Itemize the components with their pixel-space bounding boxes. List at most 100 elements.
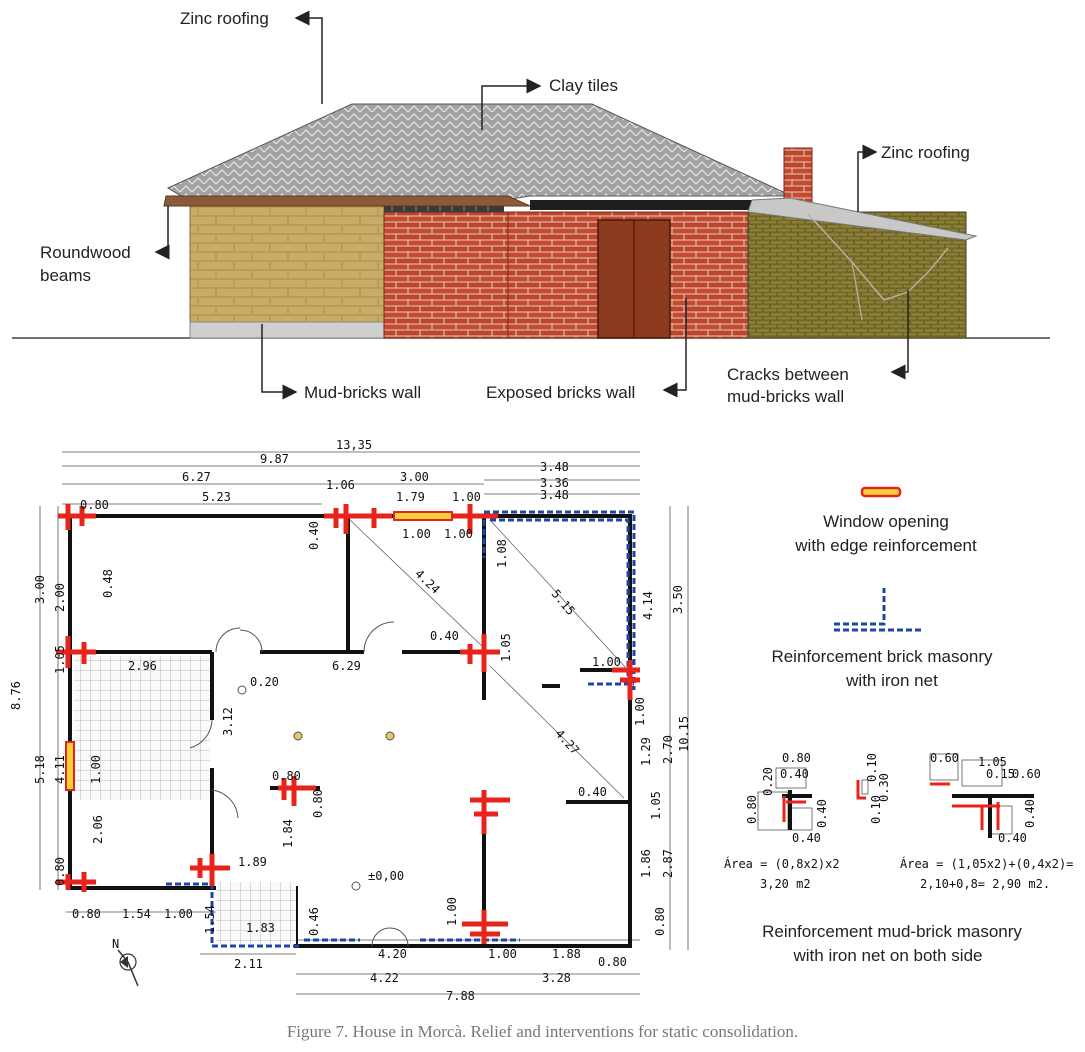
legend-window-swatch xyxy=(860,486,902,498)
mud-brick-reinforcement xyxy=(56,504,640,944)
dim: 1.05 xyxy=(978,755,1007,769)
dim: 2.70 xyxy=(661,735,675,764)
legend-brick-label-1: Reinforcement brick masonry xyxy=(771,647,993,666)
dim: 1.00 xyxy=(445,897,459,926)
dim: 0.40 xyxy=(815,799,829,828)
dim: 5.15 xyxy=(549,587,578,618)
dim: 1.29 xyxy=(639,737,653,766)
dim: 0.60 xyxy=(1012,767,1041,781)
dim: 0.20 xyxy=(250,675,279,689)
dim: 4.11 xyxy=(53,755,67,784)
dim: 7.88 xyxy=(446,989,475,1003)
dim: 1.00 xyxy=(89,755,103,784)
floor-plan xyxy=(39,451,689,995)
dim: 1.83 xyxy=(246,921,275,935)
exposed-brick-wall-a xyxy=(383,211,509,339)
dim: 4.22 xyxy=(370,971,399,985)
dim: 1.00 xyxy=(164,907,193,921)
dim: 0.80 xyxy=(272,769,301,783)
figure-caption: Figure 7. House in Morcà. Relief and int… xyxy=(286,1022,799,1041)
tiled-room xyxy=(74,656,210,800)
brick-masonry-reinforcement xyxy=(166,510,636,948)
dim: 3.00 xyxy=(33,575,47,604)
dim: 0.30 xyxy=(877,773,891,802)
dim: 0.80 xyxy=(598,955,627,969)
dim: 0.48 xyxy=(101,569,115,598)
roundwood-beams xyxy=(163,195,531,207)
label-zinc-roofing-right: Zinc roofing xyxy=(881,143,970,162)
dim: 1.00 xyxy=(592,655,621,669)
dim: 0.60 xyxy=(930,751,959,765)
dim: 10.15 xyxy=(677,716,691,752)
dim: 3.00 xyxy=(400,470,429,484)
ceiling-lights xyxy=(237,685,395,891)
dim: 1.89 xyxy=(238,855,267,869)
dim: 1.05 xyxy=(53,645,67,674)
wall-plinth xyxy=(189,321,385,339)
label-cracks-line1: Cracks between xyxy=(727,365,849,384)
dim: 1.00 xyxy=(444,527,473,541)
dim: 1.00 xyxy=(633,697,647,726)
dim: 0.40 xyxy=(1023,799,1037,828)
label-zinc-roofing-left: Zinc roofing xyxy=(180,9,269,28)
label-exposed-bricks-wall: Exposed bricks wall xyxy=(486,383,635,402)
dim: 2.00 xyxy=(53,583,67,612)
label-roundwood-beams-line2: beams xyxy=(40,266,91,285)
dim: 1.08 xyxy=(495,539,509,568)
dim: 0.80 xyxy=(653,907,667,936)
dim: 0.80 xyxy=(745,795,759,824)
zinc-roof-annex xyxy=(747,197,978,241)
dim-total-width: 13,35 xyxy=(336,438,372,452)
tiled-bath xyxy=(216,882,296,944)
legend-brick-swatch xyxy=(834,588,922,632)
dim: 6.29 xyxy=(332,659,361,673)
dim: 4.24 xyxy=(412,567,443,597)
dim: 2.87 xyxy=(661,849,675,878)
legend-detail-1: 0.80 0.40 0.20 0.80 0.40 0.40 Área = (0,… xyxy=(724,751,840,891)
legend-window-label-2: with edge reinforcement xyxy=(794,536,977,555)
dim: 0.80 xyxy=(80,498,109,512)
dim: 1.06 xyxy=(326,478,355,492)
door-swings xyxy=(189,621,409,947)
dim: 0.46 xyxy=(307,907,321,936)
label-cracks-line2: mud-bricks wall xyxy=(727,387,844,406)
dim: 0.40 xyxy=(792,831,821,845)
dim: 4.14 xyxy=(641,591,655,620)
dim: 0.80 xyxy=(782,751,811,765)
dim: 2.96 xyxy=(128,659,157,673)
legend-detail1-area-result: 3,20 m2 xyxy=(760,877,811,891)
dim: 1.88 xyxy=(552,947,581,961)
legend: Window opening with edge reinforcement R… xyxy=(724,486,1073,965)
dim: 3.12 xyxy=(221,707,235,736)
label-mud-bricks-wall: Mud-bricks wall xyxy=(304,383,421,402)
reinforced-windows xyxy=(65,511,453,791)
dim: 3.50 xyxy=(671,585,685,614)
dim: 1.84 xyxy=(281,819,295,848)
dim: 1.54 xyxy=(122,907,151,921)
dim: 0.40 xyxy=(578,785,607,799)
label-roundwood-beams-line1: Roundwood xyxy=(40,243,131,262)
legend-mud-label-1: Reinforcement mud-brick masonry xyxy=(762,922,1022,941)
dim: 0.20 xyxy=(761,767,775,796)
dim: 0.15 xyxy=(986,767,1015,781)
dim: 3.48 xyxy=(540,488,569,502)
dim: 1.05 xyxy=(649,791,663,820)
dim: 0.40 xyxy=(998,831,1027,845)
legend-detail1-area: Área = (0,8x2)x2 xyxy=(724,856,840,871)
legend-detail-2: 0.10 0.30 0.10 xyxy=(856,753,891,824)
dim: 3.48 xyxy=(540,460,569,474)
legend-brick-label-2: with iron net xyxy=(845,671,938,690)
dim: 6.27 xyxy=(182,470,211,484)
elevation-drawing xyxy=(12,103,1050,339)
wall-cracks xyxy=(807,213,949,301)
legend-detail3-area-result: 2,10+0,8= 2,90 m2. xyxy=(920,877,1050,891)
north-arrow xyxy=(117,949,139,987)
dim: 0.80 xyxy=(311,789,325,818)
clay-tile-roof xyxy=(166,103,793,201)
dim: 0.80 xyxy=(72,907,101,921)
dim: 9.87 xyxy=(260,452,289,466)
dim: 0.80 xyxy=(53,857,67,886)
label-clay-tiles: Clay tiles xyxy=(549,76,618,95)
dim: 0.40 xyxy=(307,521,321,550)
